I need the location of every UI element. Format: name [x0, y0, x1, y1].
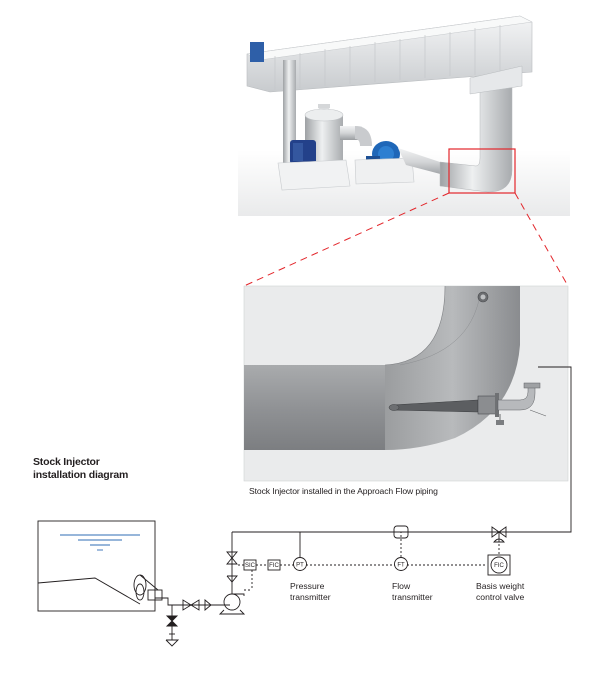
callout-line-left	[243, 192, 450, 287]
flow-transmitter-label: Flow transmitter	[392, 581, 433, 603]
control-valve-label: Basis weight control valve	[476, 581, 524, 603]
callout-rectangle	[448, 148, 516, 194]
diagram-title: Stock Injector installation diagram	[33, 456, 128, 482]
flow-transmitter-symbol	[394, 557, 408, 571]
flow-label-line1: Flow	[392, 581, 411, 591]
stock-injector-device	[388, 382, 547, 425]
valve-label-line1: Basis weight	[476, 581, 525, 591]
sic-label: SIC	[245, 563, 256, 569]
stock-chest	[37, 520, 156, 612]
flowmeter-icon	[393, 525, 409, 539]
diagram-title-line1: Stock Injector	[33, 456, 100, 468]
diagram-title-line2: installation diagram	[33, 469, 129, 481]
pressure-label-line1: Pressure	[290, 581, 325, 591]
pressure-transmitter-label: Pressure transmitter	[290, 581, 331, 603]
pressure-label-line2: transmitter	[290, 592, 331, 602]
feed-pump-icon	[218, 593, 246, 615]
pt-label: PT	[296, 563, 304, 569]
fic-label: FIC	[494, 563, 504, 569]
return-pipe-line	[538, 366, 572, 533]
approach-bend-pipe	[439, 81, 513, 193]
drain-valve-icon	[165, 615, 179, 622]
valve-label-line2: control valve	[476, 592, 525, 602]
detail-pipe-horizontal	[244, 365, 385, 450]
fic-small-label: FIC	[269, 563, 279, 569]
callout-line-right	[514, 192, 569, 287]
detail-caption: Stock Injector installed in the Approach…	[249, 486, 438, 496]
ft-label: FT	[397, 563, 405, 569]
pressure-transmitter-symbol	[293, 557, 307, 571]
control-valve-icon	[491, 526, 507, 543]
suction-valve-icon	[182, 599, 200, 611]
fic-controller-box	[487, 554, 511, 576]
agitator-icon	[133, 574, 163, 601]
flow-label-line2: transmitter	[392, 592, 433, 602]
